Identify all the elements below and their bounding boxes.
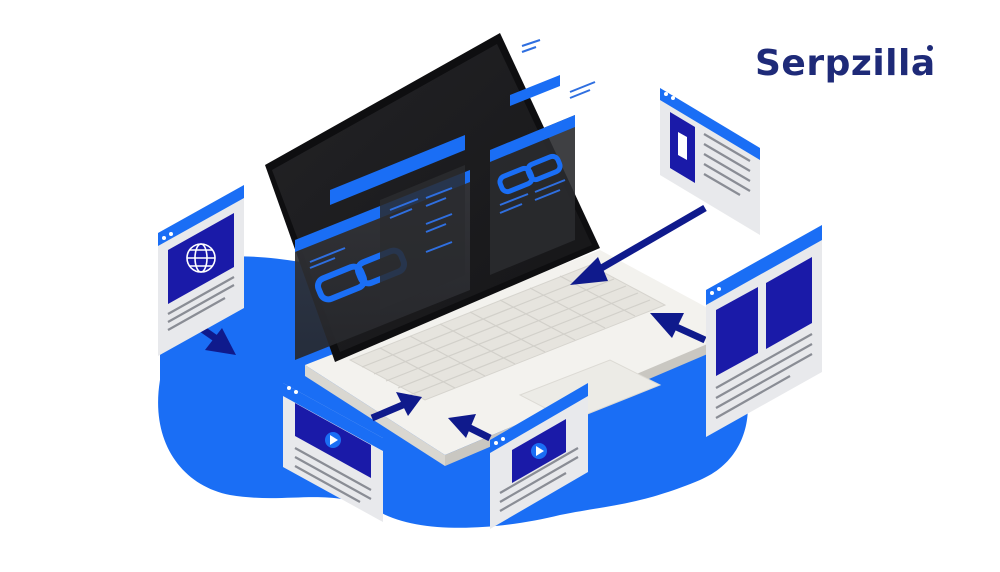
chain-link-icon <box>497 153 563 195</box>
document-card-top-right <box>660 88 760 235</box>
brand-logo: Serpzilla <box>755 43 936 84</box>
brand-logo-dot <box>927 45 933 51</box>
document-card-video-middle <box>490 383 588 529</box>
arrow-icon <box>190 204 707 442</box>
document-card-right <box>706 225 822 437</box>
globe-icon <box>186 243 216 273</box>
document-card-globe <box>158 185 244 356</box>
floating-panel-top <box>330 135 465 310</box>
floating-panel-right <box>490 39 596 275</box>
document-card-video-left <box>283 383 383 522</box>
play-icon <box>531 443 547 459</box>
play-icon <box>325 432 341 448</box>
